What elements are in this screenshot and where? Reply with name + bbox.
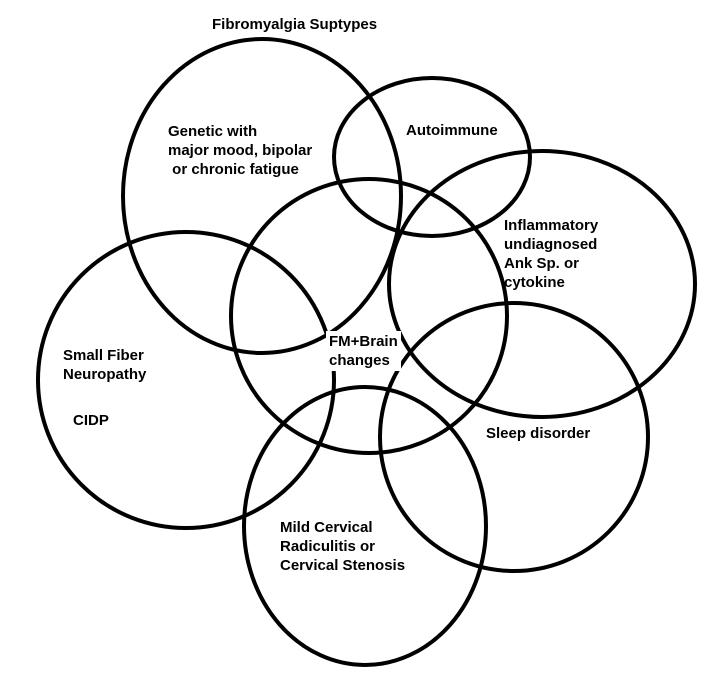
sleep-disorder-label: Sleep disorder bbox=[486, 425, 591, 442]
cervical-circle bbox=[242, 385, 488, 667]
fm-brain-label: FM+Brain changes bbox=[326, 331, 401, 371]
diagram-title: Fibromyalgia Suptypes bbox=[212, 16, 378, 33]
autoimmune-label: Autoimmune bbox=[406, 122, 498, 139]
fm-brain-circle bbox=[229, 177, 509, 455]
autoimmune-circle bbox=[332, 76, 532, 238]
sleep-disorder-circle bbox=[378, 301, 650, 573]
genetic-label: Genetic with major mood, bipolar or chro… bbox=[168, 123, 313, 178]
inflammatory-label: Inflammatory undiagnosed Ank Sp. or cyto… bbox=[504, 217, 599, 291]
cidp-label: CIDP bbox=[73, 412, 109, 429]
genetic-circle bbox=[121, 37, 403, 355]
inflammatory-circle bbox=[387, 149, 697, 419]
small-fiber-label: Small Fiber Neuropathy bbox=[63, 347, 147, 383]
cervical-label: Mild Cervical Radiculitis or Cervical St… bbox=[280, 519, 406, 574]
small-fiber-circle bbox=[36, 230, 336, 530]
